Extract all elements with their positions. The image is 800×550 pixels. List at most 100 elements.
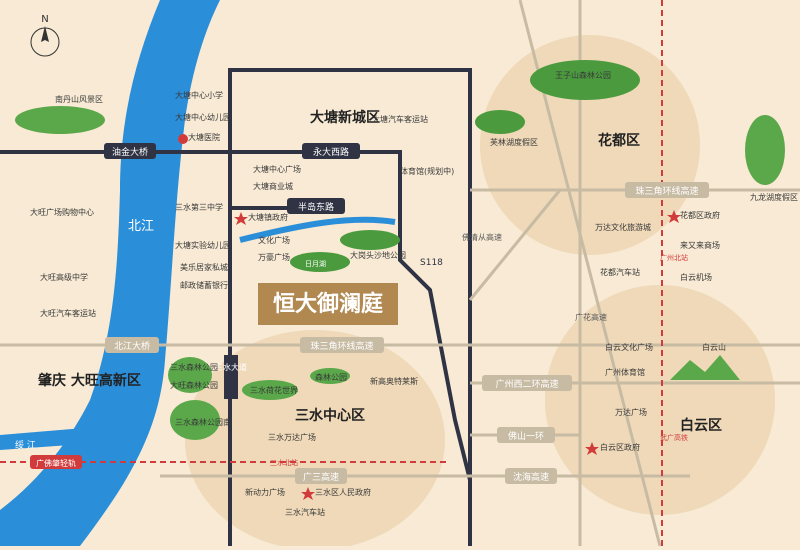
poi-datang-bus: 大塘汽车客运站 (372, 114, 428, 124)
pearl-ring-left-label: 珠三角环线高速 (310, 340, 373, 352)
shenhai-badge (505, 468, 557, 484)
lotus-world (242, 380, 298, 400)
poi-baiyun-culture: 白云文化广场 (605, 342, 653, 352)
diag-line (468, 189, 562, 301)
bandao-road-label: 半岛东路 (298, 201, 334, 213)
gov-star-icon (234, 212, 248, 225)
poi-dagangtou: 大岗头沙地公园 (350, 250, 406, 260)
poi-gz-stadium: 广州体育馆 (605, 367, 645, 377)
poi-dawang-bus: 大旺汽车客运站 (40, 308, 96, 318)
sanshui-dadao-badge (224, 355, 238, 399)
poi-sanshui-forest: 三水森林公园 (170, 362, 218, 372)
s118-label: S118 (420, 258, 443, 268)
baiyun-gov-star-icon (585, 442, 599, 455)
riyue-lake (239, 216, 396, 243)
poi-baiyun-airport: 白云机场 (680, 272, 712, 282)
poi-forest-park: 森林公园 (315, 372, 347, 382)
poi-wanhao-plaza: 万豪广场 (258, 252, 290, 262)
sanshui-north-label: 三水北站 (270, 458, 298, 467)
hospital-icon (178, 134, 188, 144)
sui-jiang-label: 绥 江 (15, 440, 36, 451)
poi-sanshui-no3: 三水第三中学 (175, 202, 223, 212)
poi-meile: 美乐居家私城 (180, 262, 228, 272)
sui-jiang-river (0, 420, 140, 450)
poi-baiyun-mountain: 白云山 (702, 342, 726, 352)
pearl-ring-left-badge (300, 337, 384, 353)
youjin-bridge-badge (104, 143, 156, 159)
poi-datang-plaza: 大塘中心广场 (253, 164, 301, 174)
poi-datang-gov: 大塘镇政府 (248, 212, 288, 222)
fokai-label: 佛清从高速 (462, 232, 502, 242)
poi-laiyoulai: 来又来商场 (680, 240, 720, 250)
poi-huadu-gov: 花都区政府 (680, 210, 720, 220)
zhaoqing-district-label: 肇庆 大旺高新区 (38, 372, 141, 389)
park-left2 (170, 400, 220, 440)
poi-furin-lake: 芙林湖度假区 (490, 137, 538, 147)
poi-baiyun-wanda: 万达广场 (615, 407, 647, 417)
poi-datang-kindergarten: 大塘中心幼儿园 (175, 112, 231, 122)
pearl-ring-right-label: 珠三角环线高速 (635, 185, 698, 197)
poi-sanshui-bus: 三水汽车站 (285, 507, 325, 517)
poi-datang-exp-kg: 大塘实验幼儿园 (175, 240, 231, 250)
poi-sanshui-gov: 三水区人民政府 (315, 487, 371, 497)
shenhai-label: 沈海高速 (513, 471, 549, 483)
poi-nandanshan: 南丹山风景区 (55, 94, 103, 104)
poi-culture-plaza: 文化广场 (258, 235, 290, 245)
compass: N (30, 14, 60, 57)
huadu-district-label: 花都区 (598, 132, 640, 149)
huadu-gov-star-icon (667, 210, 681, 223)
foshan-ring1-badge (497, 427, 555, 443)
forest-park-center (310, 368, 350, 384)
guangsan-badge (295, 468, 347, 484)
poi-sanshui-forest-s: 三水森林公园南 (175, 417, 231, 427)
beijiang-bridge-badge (105, 337, 159, 353)
sanshui-gov-star-icon (301, 487, 315, 500)
datang-district-label: 大塘新城区 (310, 109, 380, 126)
nandanshan-park (15, 106, 105, 134)
poi-wangzishan: 王子山森林公园 (555, 70, 611, 80)
yongda-road-label: 永大西路 (313, 146, 349, 158)
guangzhou-north-label: 广州北站 (660, 253, 688, 262)
poi-stadium-planned: 体育馆(规划中) (400, 166, 454, 176)
sanshui-dadao-label: 三水大道 (215, 362, 247, 372)
compass-label: N (41, 14, 48, 25)
guangfozhao-label: 广佛肇轻轨 (36, 458, 76, 468)
guangsan-label: 广三高速 (303, 471, 339, 483)
baiyun-district-circle (545, 285, 775, 515)
poi-wanda-city: 万达文化旅游城 (595, 222, 651, 232)
poi-sanshui-wanda: 三水万达广场 (268, 432, 316, 442)
jiulong-lake (745, 115, 785, 185)
guanghua-label: 广花高速 (575, 312, 607, 322)
poi-xindongli: 新动力广场 (245, 487, 285, 497)
riyue-green (290, 252, 350, 272)
guangfozhao-badge (30, 455, 82, 469)
bandao-road-badge (287, 198, 345, 214)
furin-lake (475, 110, 525, 134)
poi-datang-primary: 大塘中心小学 (175, 90, 223, 100)
poi-huadu-bus: 花都汽车站 (600, 267, 640, 277)
project-label: 恒大御澜庭 (273, 291, 383, 317)
poi-riyue-lake: 日月湖 (305, 259, 326, 268)
poi-datang-mall: 大塘商业城 (253, 181, 293, 191)
baiyun-mountain (670, 355, 740, 380)
road-outer-frame (228, 68, 472, 546)
poi-lotus-world: 三水荷花世界 (250, 385, 298, 395)
poi-dawang-mall: 大旺广场购物中心 (30, 207, 94, 217)
poi-dawang-school: 大旺高级中学 (40, 272, 88, 282)
poi-jiulong: 九龙湖度假区 (750, 192, 798, 202)
wuguang-label: 武广高铁 (660, 433, 688, 442)
park-left1 (168, 357, 212, 393)
poi-baiyun-gov: 白云区政府 (600, 442, 640, 452)
project-box (258, 283, 398, 325)
yongda-road-badge (302, 143, 360, 159)
wangzishan-park (530, 60, 640, 100)
guangzhou-west2-badge (482, 375, 572, 391)
beijiang-bridge-label: 北江大桥 (114, 340, 150, 352)
bei-jiang-river (0, 0, 220, 546)
poi-postal-bank: 邮政储蓄银行 (180, 280, 228, 290)
guangzhou-west2-label: 广州西二环高速 (495, 378, 558, 390)
huadu-district-circle (480, 35, 700, 255)
compass-needle-icon (41, 26, 49, 42)
